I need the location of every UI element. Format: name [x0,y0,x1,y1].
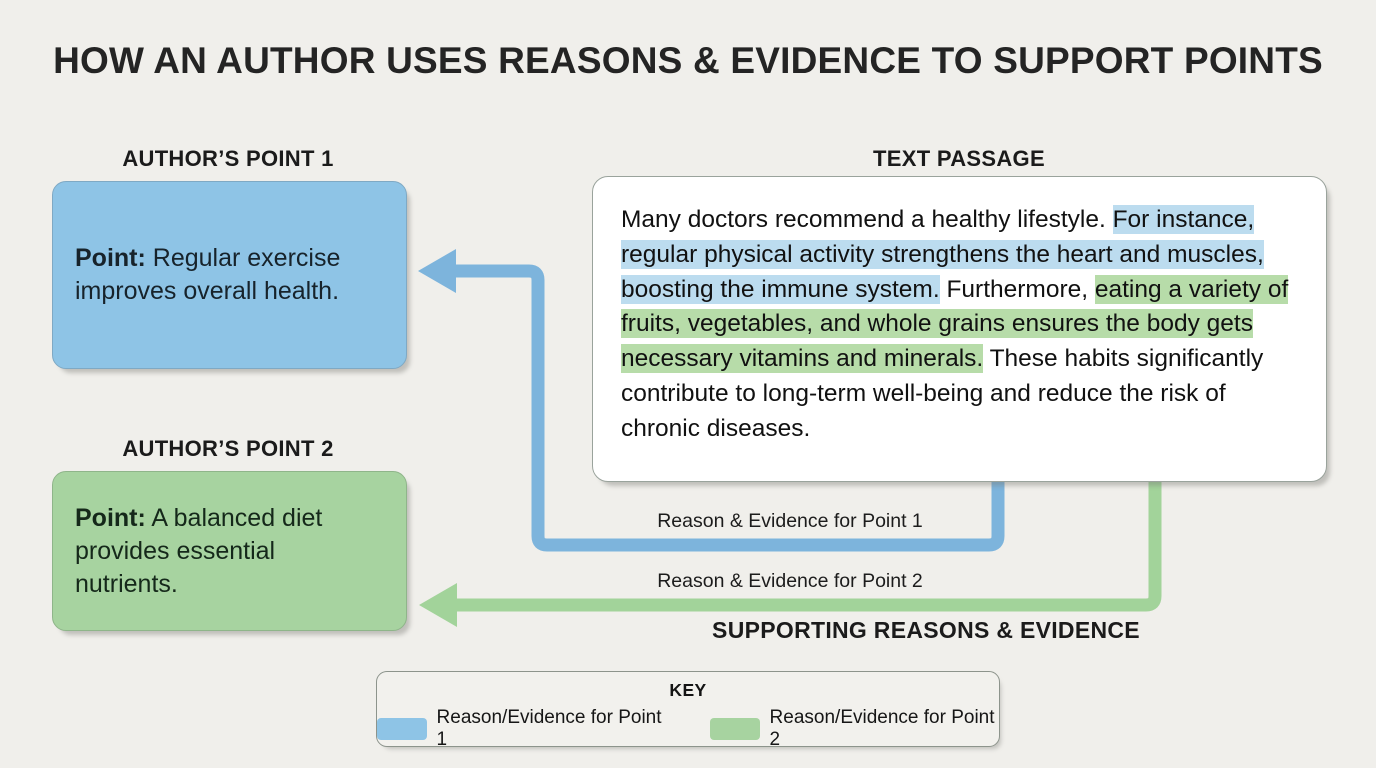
key-item-point-2: Reason/Evidence for Point 2 [710,707,999,751]
point-1-lead-label: Point: [75,244,146,272]
key-swatch-blue-icon [377,718,427,740]
key-items: Reason/Evidence for Point 1 Reason/Evide… [377,707,999,751]
key-legend-box: KEY Reason/Evidence for Point 1 Reason/E… [376,671,1000,750]
point-2-lead-label: Point: [75,503,146,532]
key-title: KEY [669,680,707,700]
caption-authors-point-2: AUTHOR’S POINT 2 [122,436,334,461]
page-title: HOW AN AUTHOR USES REASONS & EVIDENCE TO… [53,40,1323,81]
point-1-text: Point: Regular exercise improves overall… [75,242,384,308]
key-item-point-1: Reason/Evidence for Point 1 [377,707,666,751]
key-label-point-2: Reason/Evidence for Point 2 [769,707,995,750]
key-swatch-green-icon [710,718,760,740]
connector-label-point-1: Reason & Evidence for Point 1 [657,510,923,532]
caption-authors-point-1: AUTHOR’S POINT 1 [122,146,334,171]
point-2-text: Point: A balanced diet provides essentia… [75,502,384,601]
caption-text-passage: TEXT PASSAGE [873,146,1045,171]
text-passage-card: Many doctors recommend a healthy lifesty… [592,176,1327,482]
passage-segment-plain-1: Many doctors recommend a healthy lifesty… [621,206,1113,233]
passage-segment-plain-3: These habits significantly contribute to… [621,345,1264,442]
passage-body: Many doctors recommend a healthy lifesty… [621,203,1300,446]
key-label-point-1: Reason/Evidence for Point 1 [436,707,662,750]
authors-point-2-box: Point: A balanced diet provides essentia… [52,471,407,631]
caption-supporting-reasons-evidence: SUPPORTING REASONS & EVIDENCE [712,617,1140,643]
point-2-statement: A balanced diet provides essential nutri… [75,503,323,598]
passage-segment-plain-2: Furthermore, [939,275,1095,303]
authors-point-1-box: Point: Regular exercise improves overall… [52,181,407,369]
connector-label-point-2: Reason & Evidence for Point 2 [657,570,923,592]
point-1-statement: Regular exercise improves overall health… [75,244,341,305]
